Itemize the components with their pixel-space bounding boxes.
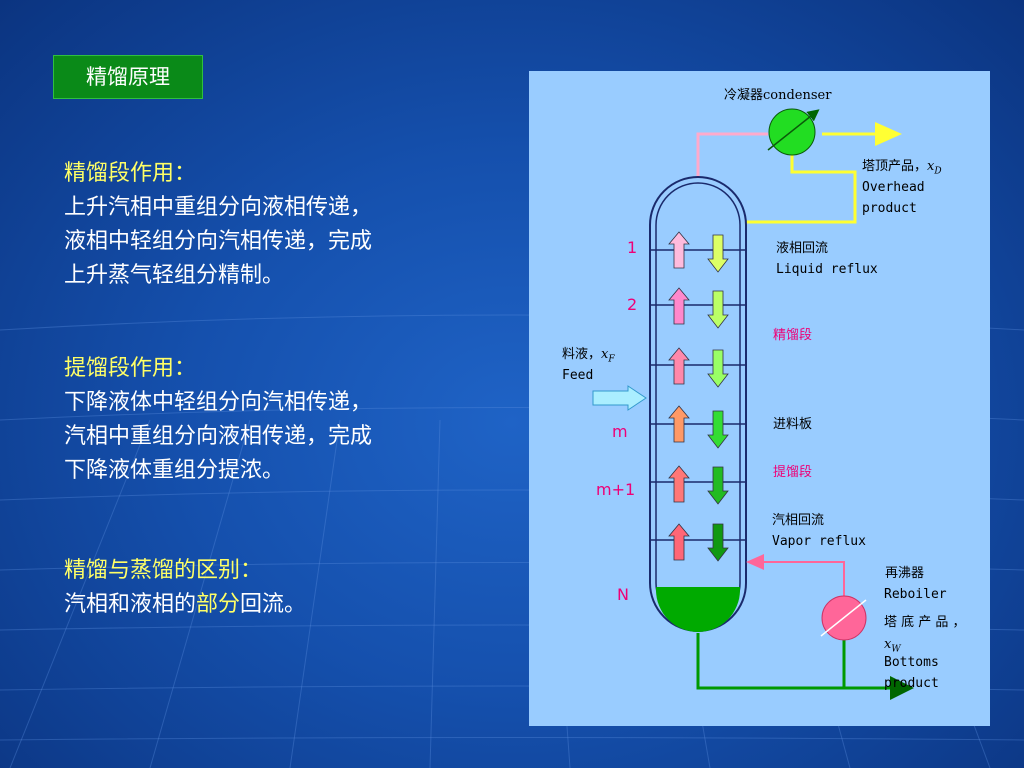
reflux-return-line xyxy=(745,155,857,224)
liquid-down-arrow xyxy=(707,234,729,273)
section-line: 下降液体重组分提浓。 xyxy=(64,458,285,483)
vapor-reflux-zh: 汽相回流 xyxy=(772,513,825,528)
feed-var: x xyxy=(601,347,609,362)
vapor-up-arrow xyxy=(668,287,690,325)
difference-block: 精馏与蒸馏的区别： 汽相和液相的部分回流。 xyxy=(64,554,306,622)
difference-suffix: 回流。 xyxy=(240,592,307,617)
feed-label: 料液，xF xyxy=(562,344,615,371)
liquid-down-arrow xyxy=(707,410,729,449)
slide-title: 精馏原理 xyxy=(53,55,203,99)
feed-plate-label: 进料板 xyxy=(773,417,813,432)
liquid-down-arrow xyxy=(707,466,729,505)
difference-prefix: 汽相和液相的 xyxy=(64,592,197,617)
rectifying-section-block: 精馏段作用： 上升汽相中重组分向液相传递， 液相中轻组分向汽相传递，完成 上升蒸… xyxy=(64,157,372,293)
overhead-sub: D xyxy=(934,166,942,177)
overhead-zh: 塔顶产品， xyxy=(862,159,928,174)
overhead-product-label: 塔顶产品，xD xyxy=(862,156,942,183)
difference-line: 汽相和液相的部分回流。 xyxy=(64,588,306,622)
vapor-up-arrow xyxy=(668,405,690,443)
liquid-down-arrows xyxy=(707,234,729,562)
section-line: 液相中轻组分向汽相传递，完成 xyxy=(64,229,373,254)
liquid-reflux-zh: 液相回流 xyxy=(776,241,829,256)
feed-sub: F xyxy=(608,354,615,365)
vapor-up-arrow xyxy=(668,523,690,561)
overhead-en2: product xyxy=(862,201,917,216)
section-line: 下降液体中轻组分向汽相传递， xyxy=(64,390,373,415)
plate-label-1: 1 xyxy=(627,238,638,257)
vapor-up-arrow xyxy=(668,465,690,503)
reboiler-zh: 再沸器 xyxy=(885,566,925,581)
bottoms-var-label: xW xyxy=(884,634,901,661)
trays xyxy=(650,249,746,541)
column-shell xyxy=(649,176,747,632)
vapor-up-arrows xyxy=(668,231,690,561)
condenser-label: 冷凝器condenser xyxy=(724,88,832,103)
feed-en: Feed xyxy=(562,368,594,383)
overhead-vapor-line xyxy=(696,132,768,177)
plate-label-n: N xyxy=(617,585,629,604)
bottoms-en2: product xyxy=(884,676,939,691)
section-line: 上升汽相中重组分向液相传递， xyxy=(64,195,373,220)
feed-arrow xyxy=(592,385,647,411)
stripping-section-label: 提馏段 xyxy=(773,465,813,480)
bottoms-line xyxy=(696,633,846,690)
bottoms-sub: W xyxy=(891,644,901,655)
overhead-var: x xyxy=(927,159,935,174)
vapor-up-arrow xyxy=(668,231,690,269)
reboiler-icon xyxy=(820,595,867,641)
bottoms-en1: Bottoms xyxy=(884,655,939,670)
feed-zh: 料液， xyxy=(562,347,602,362)
section-heading: 精馏段作用： xyxy=(64,161,197,186)
section-line: 上升蒸气轻组分精制。 xyxy=(64,263,285,288)
overhead-en1: Overhead xyxy=(862,180,925,195)
vapor-return-line xyxy=(746,554,845,598)
vapor-up-arrow xyxy=(668,347,690,385)
liquid-down-arrow xyxy=(707,290,729,329)
liquid-down-arrow xyxy=(707,349,729,388)
liquid-reflux-en: Liquid reflux xyxy=(776,262,878,277)
plate-label-2: 2 xyxy=(627,295,638,314)
plate-label-m: m xyxy=(612,422,628,441)
stripping-section-block: 提馏段作用： 下降液体中轻组分向汽相传递， 汽相中重组分向液相传递，完成 下降液… xyxy=(64,352,372,488)
liquid-down-arrow xyxy=(707,523,729,562)
reboiler-en: Reboiler xyxy=(884,587,947,602)
bottoms-zh: 塔 底 产 品 ， xyxy=(884,615,966,630)
condenser-icon xyxy=(767,108,820,156)
section-line: 汽相中重组分向液相传递，完成 xyxy=(64,424,373,449)
difference-heading: 精馏与蒸馏的区别： xyxy=(64,558,263,583)
bottoms-var: x xyxy=(884,637,892,652)
bottoms-liquid xyxy=(656,587,740,632)
vapor-reflux-en: Vapor reflux xyxy=(772,534,866,549)
difference-highlight: 部分 xyxy=(196,592,241,617)
plate-label-m1: m+1 xyxy=(596,480,636,499)
rectifying-section-label: 精馏段 xyxy=(773,328,813,343)
section-heading: 提馏段作用： xyxy=(64,356,197,381)
